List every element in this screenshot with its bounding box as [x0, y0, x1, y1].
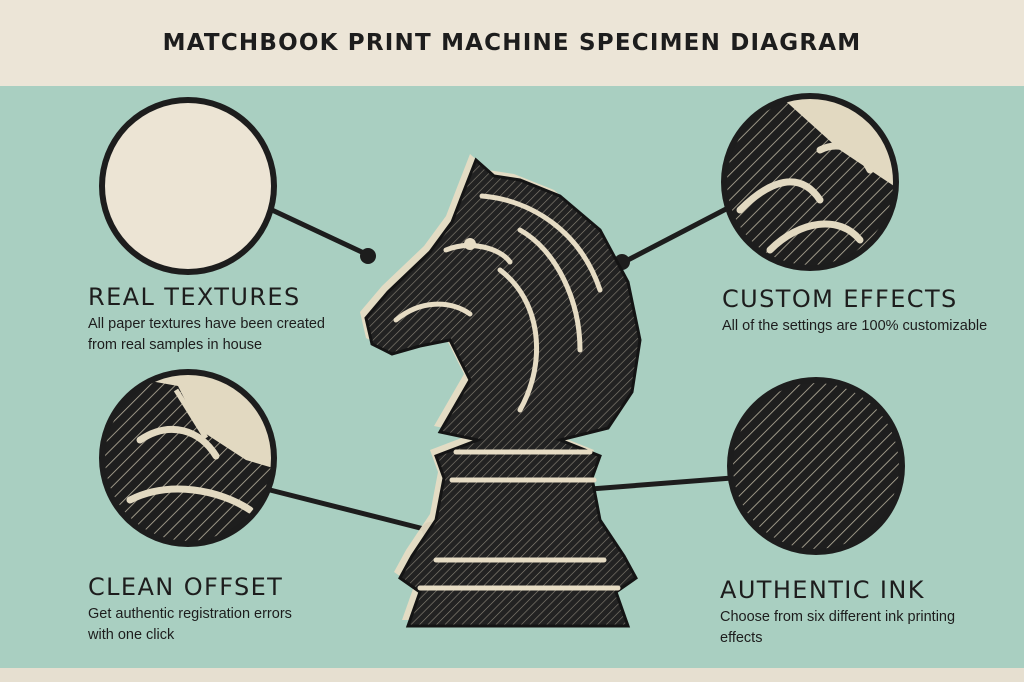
callout-text: All paper textures have been created fro…: [88, 316, 325, 353]
offset-sample-circle: [99, 369, 277, 547]
callout-clean-offset: CLEAN OFFSET Get authentic registration …: [88, 572, 318, 646]
paper-footer-band: [0, 668, 1024, 682]
callout-authentic-ink: AUTHENTIC INK Choose from six different …: [720, 575, 970, 649]
chess-knight-icon: [360, 154, 642, 628]
callout-real-textures: REAL TEXTURES All paper textures have be…: [88, 282, 338, 356]
leader-line-custom-effects: [622, 205, 730, 265]
callout-text: All of the settings are 100% customizabl…: [722, 318, 988, 334]
leader-line-clean-offset: [269, 487, 429, 533]
callout-text: Get authentic registration errors with o…: [88, 606, 292, 643]
callout-heading: CLEAN OFFSET: [88, 573, 284, 601]
ink-sample-circle: [727, 377, 905, 555]
texture-sample-circle: [99, 97, 277, 275]
callout-heading: CUSTOM EFFECTS: [722, 285, 958, 313]
page-title: MATCHBOOK PRINT MACHINE SPECIMEN DIAGRAM: [162, 30, 862, 56]
callout-custom-effects: CUSTOM EFFECTS All of the settings are 1…: [722, 284, 992, 337]
callout-heading: REAL TEXTURES: [88, 283, 301, 311]
paper-header-band: [0, 0, 1024, 86]
effects-sample-circle: [721, 93, 899, 271]
callout-text: Choose from six different ink printing e…: [720, 609, 956, 646]
leader-line-real-textures: [270, 207, 368, 257]
callout-heading: AUTHENTIC INK: [720, 576, 925, 604]
